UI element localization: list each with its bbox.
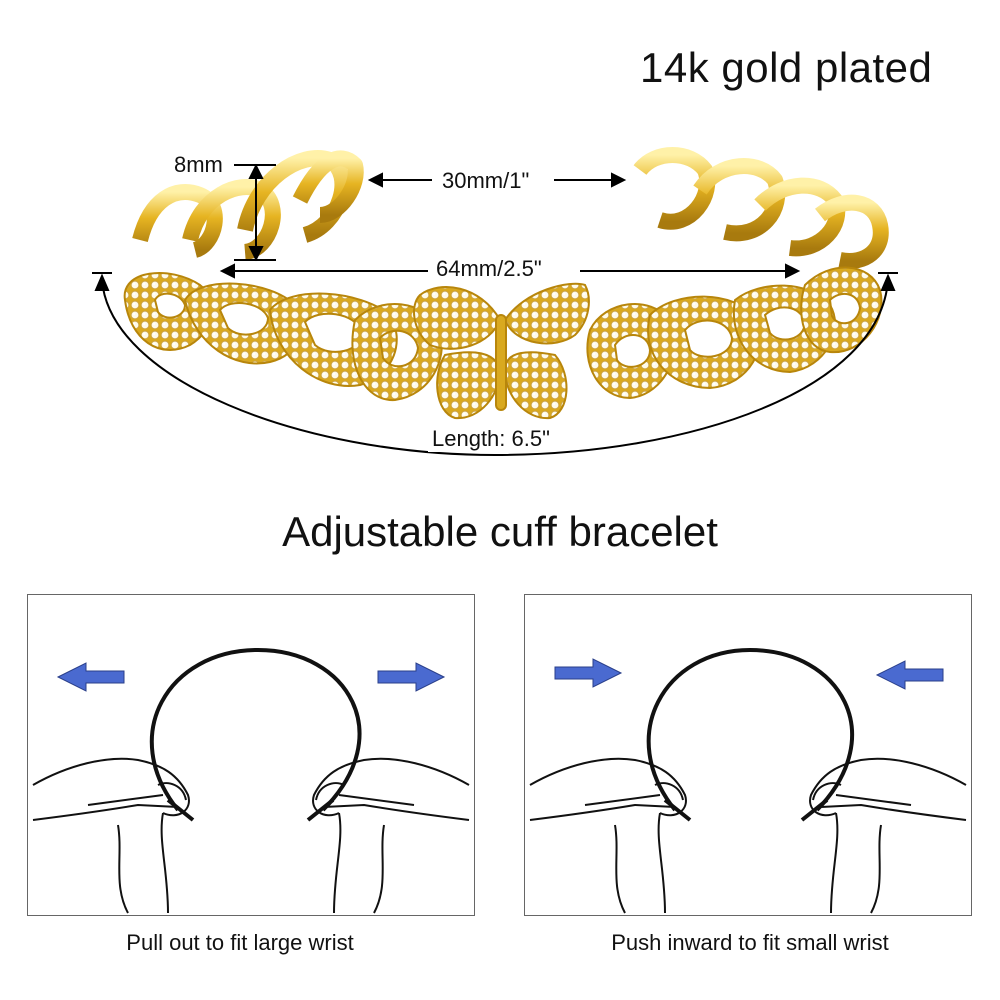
dimension-lines [92,163,898,457]
left-hand-icon [32,757,190,914]
section-heading: Adjustable cuff bracelet [282,508,718,555]
pull-out-illustration [32,647,470,914]
right-hand-icon [312,757,470,914]
page-title: 14k gold plated [640,44,933,91]
arrow-left-icon [875,660,944,690]
height-dimension-label: 8mm [174,152,223,177]
butterfly-centerpiece [413,282,590,420]
arrow-right-icon [554,658,623,688]
cuff-outline [646,647,855,812]
push-in-panel [524,594,972,916]
gap-dimension-label: 30mm/1" [438,168,534,194]
length-dimension-label: Length: 6.5" [428,426,554,452]
width-dimension-label: 64mm/2.5" [432,256,546,282]
right-hand-icon [809,757,967,914]
cuff-back-links [132,147,889,269]
pull-out-panel [27,594,475,916]
push-in-illustration [529,647,967,914]
push-in-caption: Push inward to fit small wrist [611,930,889,955]
left-hand-icon [529,757,687,914]
arrow-right-icon [377,662,446,692]
cuff-outline [149,647,362,812]
bracelet-illustration [92,147,898,457]
pull-out-caption: Pull out to fit large wrist [126,930,354,955]
arrow-left-icon [56,662,125,692]
